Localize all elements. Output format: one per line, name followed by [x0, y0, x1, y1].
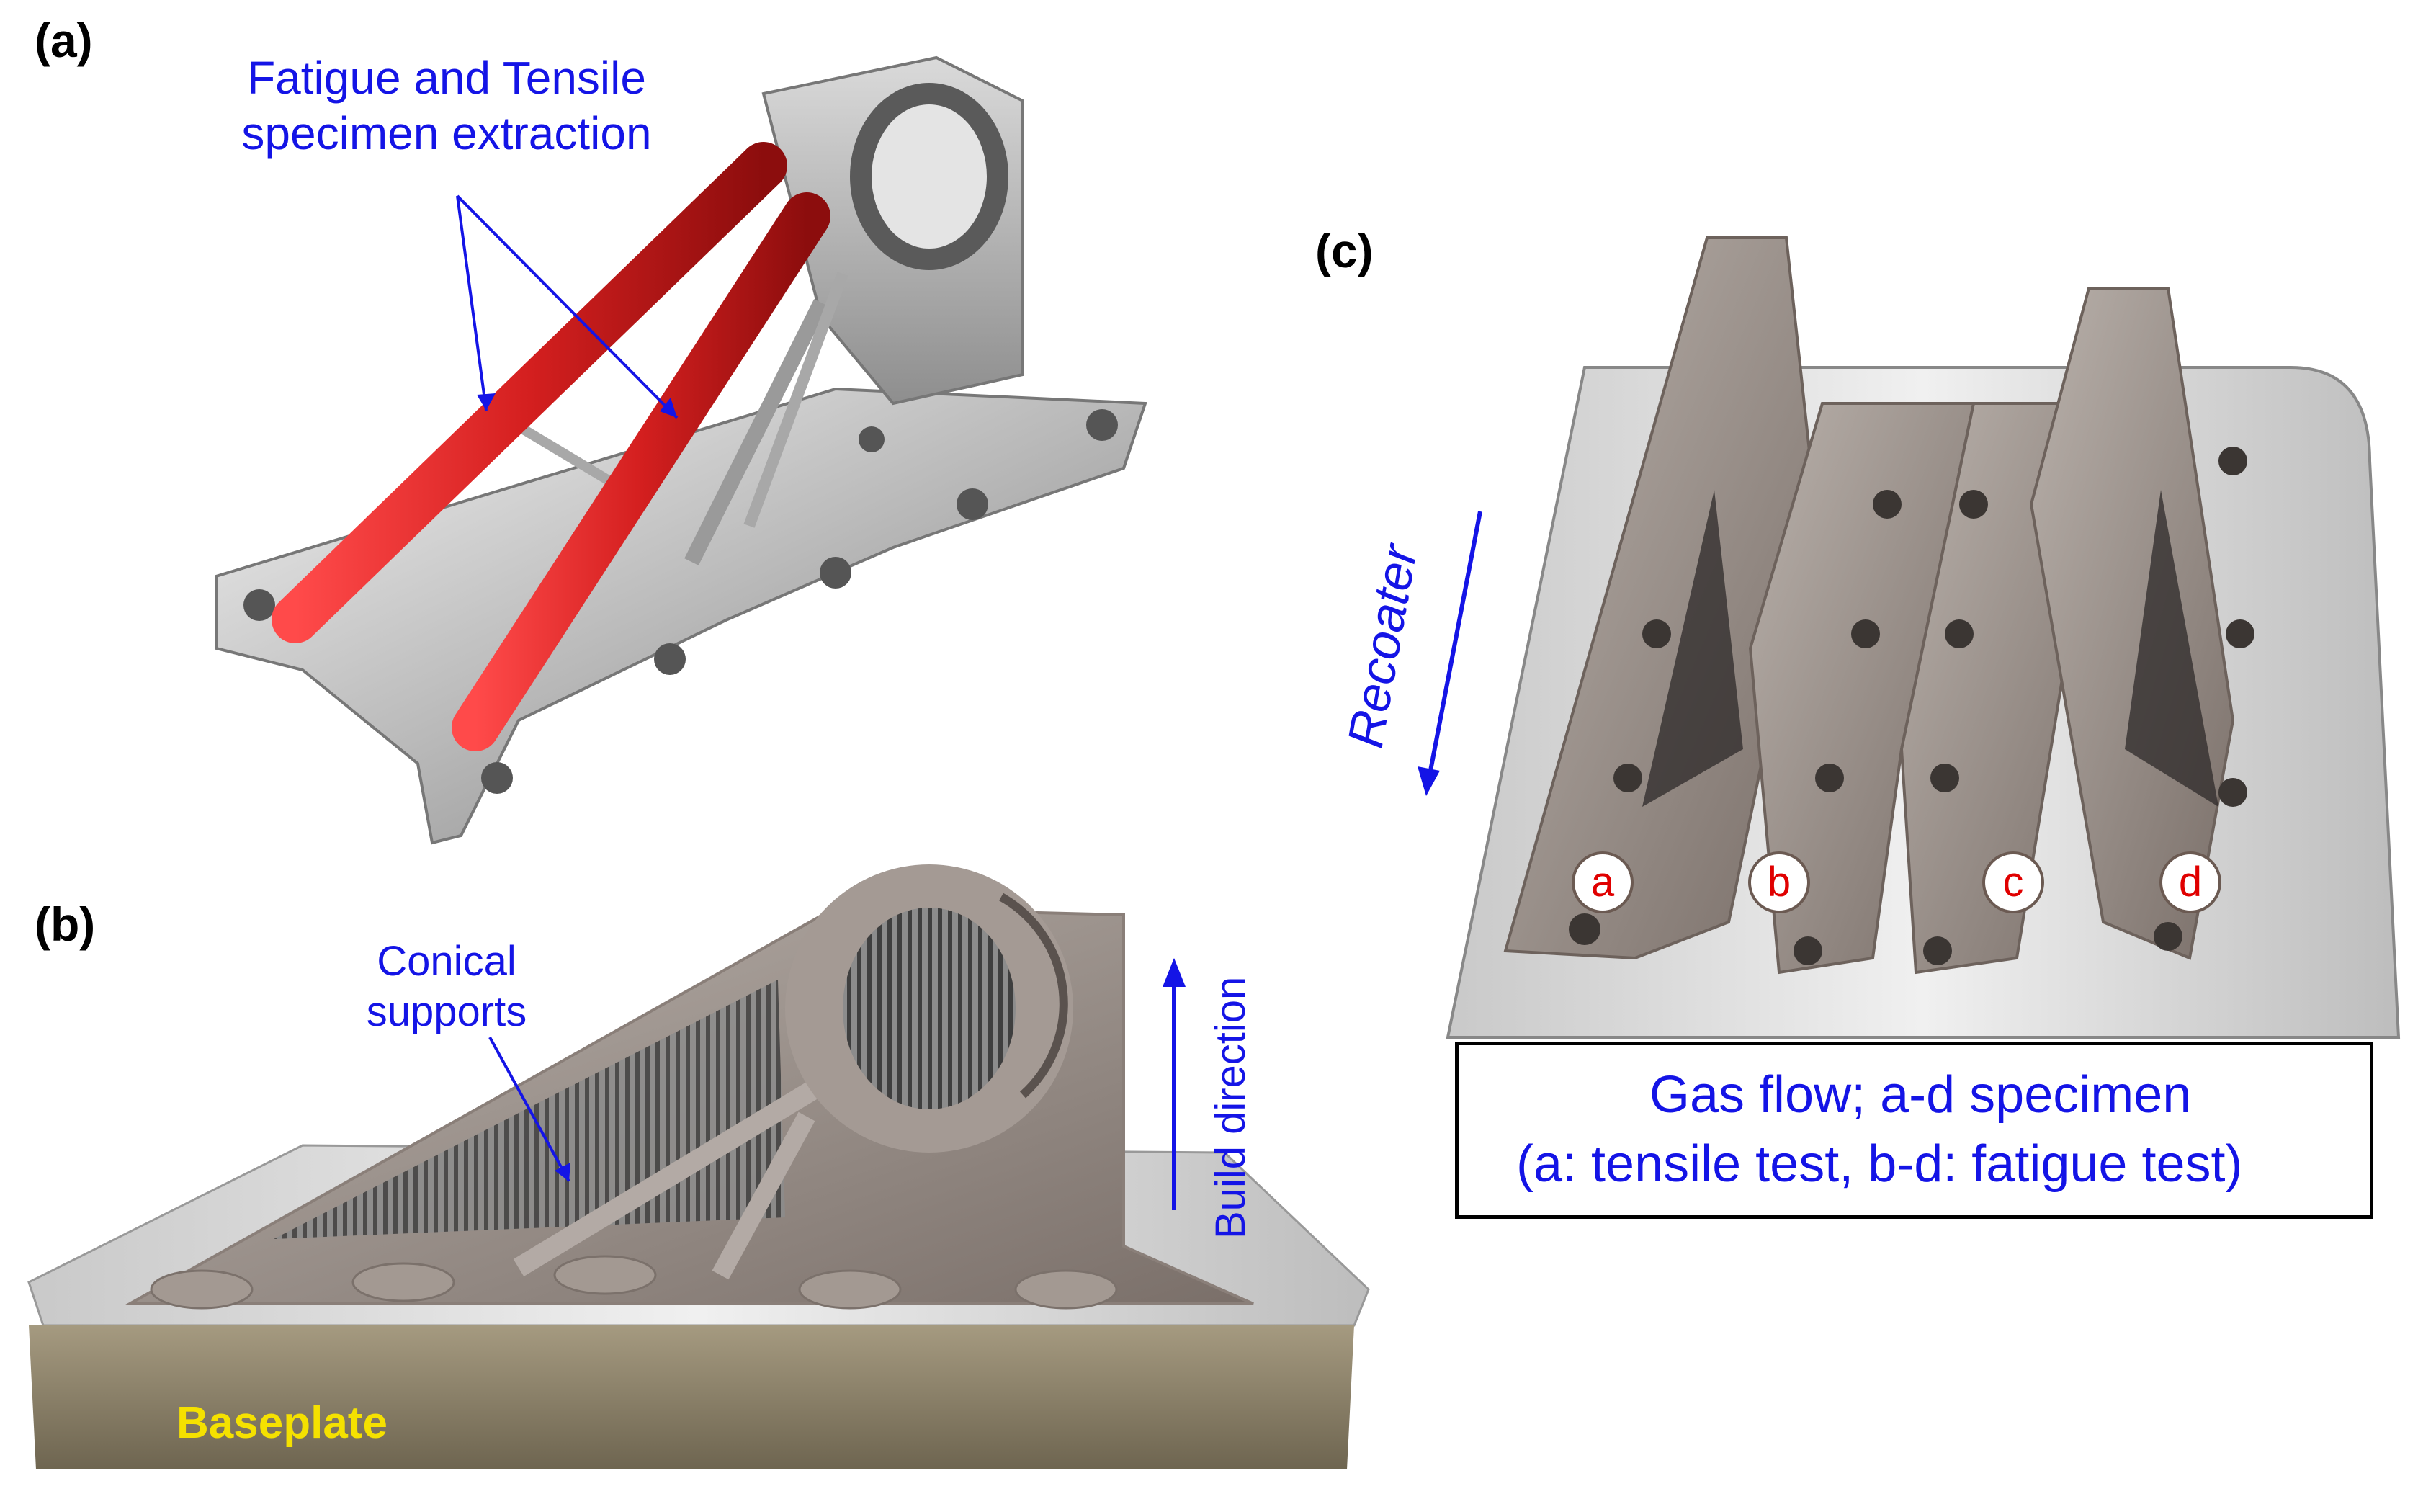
build-direction-label: Build direction: [1207, 976, 1254, 1239]
legend-line-2: (a: tensile test, b-d: fatigue test): [1516, 1135, 2243, 1193]
bracket-render-a: [215, 55, 1147, 845]
legend-line-1: Gas flow; a-d specimen: [1649, 1066, 2192, 1124]
panel-a-letter: (a): [35, 14, 93, 67]
baseplate-label: Baseplate: [176, 1398, 388, 1448]
build-plate-photo-c: [1418, 236, 2401, 1106]
specimen-marker-a: a: [1572, 851, 1634, 913]
conical-supports-line2: supports: [366, 988, 527, 1035]
specimen-marker-d: d: [2159, 851, 2221, 913]
specimen-marker-c: c: [1982, 851, 2044, 913]
gas-flow-legend: Gas flow; a-d specimen (a: tensile test,…: [1455, 1042, 2373, 1219]
panel-b-letter: (b): [35, 898, 96, 951]
bracket-photo-b: [27, 864, 1370, 1469]
specimen-marker-b: b: [1748, 851, 1810, 913]
specimen-extraction-label: Fatigue and Tensile specimen extraction: [209, 50, 684, 161]
conical-supports-label: Conical supports: [339, 936, 555, 1037]
conical-supports-line1: Conical: [377, 938, 516, 985]
specimen-extraction-line2: specimen extraction: [241, 107, 652, 159]
specimen-extraction-line1: Fatigue and Tensile: [247, 52, 646, 104]
panel-c-letter: (c): [1315, 224, 1374, 277]
